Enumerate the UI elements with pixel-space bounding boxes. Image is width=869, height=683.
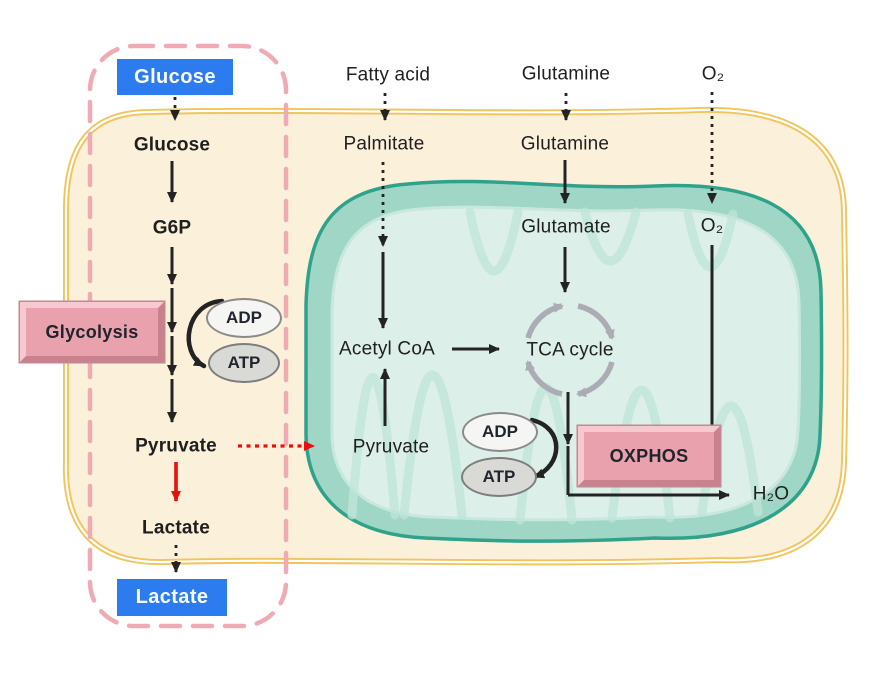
glutamine-extracellular-label: Glutamine: [521, 63, 611, 85]
lactate-cytosol-label: Lactate: [142, 517, 210, 539]
acetyl-coa-label: Acetyl CoA: [339, 338, 435, 360]
glutamine-cytosol-label: Glutamine: [520, 133, 610, 155]
g6p-label: G6P: [152, 217, 192, 239]
lactate-extracellular-box: Lactate: [117, 579, 227, 616]
pyruvate-mitochondrial-label: Pyruvate: [352, 436, 430, 458]
o2-mitochondrial-label: O₂: [700, 215, 724, 237]
adp-glycolysis-pill: ADP: [206, 298, 282, 338]
glucose-extracellular-box: Glucose: [117, 59, 233, 95]
o2-extracellular-label: O₂: [701, 63, 725, 85]
adp-oxphos-pill: ADP: [462, 412, 538, 452]
glutamate-label: Glutamate: [521, 216, 611, 238]
pyruvate-cytosol-label: Pyruvate: [135, 435, 217, 457]
oxphos-process-box: OXPHOS: [578, 426, 720, 486]
fatty-acid-label: Fatty acid: [345, 64, 431, 86]
atp-glycolysis-pill: ATP: [208, 343, 280, 383]
red-arrows: [171, 441, 315, 502]
tca-cycle-label: TCA cycle: [526, 339, 614, 361]
glycolysis-process-box: Glycolysis: [20, 302, 164, 362]
adp-atp-curved-arrows: [186, 298, 559, 480]
solid-reaction-arrows: [167, 160, 730, 500]
glucose-cytosol-label: Glucose: [133, 134, 211, 156]
palmitate-label: Palmitate: [343, 133, 425, 155]
h2o-label: H₂O: [752, 483, 790, 505]
dotted-transport-arrows: [170, 92, 717, 573]
atp-oxphos-pill: ATP: [461, 457, 537, 497]
tca-ring-icon: [525, 302, 615, 398]
